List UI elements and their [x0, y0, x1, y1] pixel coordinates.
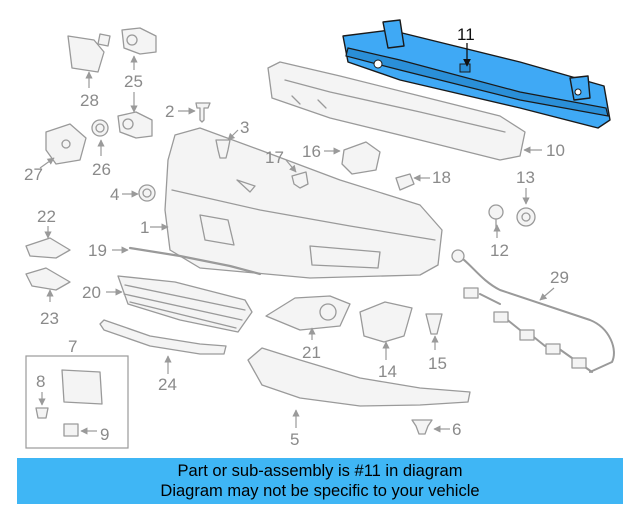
part-27-bracket[interactable]: [45, 123, 87, 165]
label-15: 15: [428, 354, 447, 373]
part-20-grille[interactable]: [117, 275, 253, 333]
label-14: 14: [378, 362, 397, 381]
leader-29: [539, 287, 555, 301]
part-15-pushpin[interactable]: [425, 313, 443, 335]
part-1-bumper-cover[interactable]: [164, 127, 443, 279]
label-24: 24: [158, 375, 177, 394]
leader-27: [39, 157, 55, 169]
part-13-grommet[interactable]: [516, 207, 536, 227]
label-17: 17: [265, 148, 284, 167]
part-16-tow-cover[interactable]: [341, 141, 381, 175]
part-23-bracket[interactable]: [25, 267, 71, 291]
part-28-bracket[interactable]: [67, 33, 111, 73]
label-4: 4: [110, 185, 119, 204]
part-29-wiring-harness[interactable]: [451, 249, 615, 373]
part-21-fog-bezel[interactable]: [265, 295, 351, 331]
leader-3: [227, 129, 239, 141]
part-5-spoiler[interactable]: [247, 347, 471, 407]
part-2-clip[interactable]: [195, 102, 211, 123]
part-8-screw[interactable]: [35, 407, 49, 419]
part-12-clip[interactable]: [488, 204, 504, 229]
label-21: 21: [302, 343, 321, 362]
label-3: 3: [240, 118, 249, 137]
part-19-molding[interactable]: [128, 246, 262, 276]
part-17-clip[interactable]: [291, 171, 309, 189]
label-26: 26: [92, 160, 111, 179]
part-10-absorber[interactable]: [267, 61, 526, 161]
label-12: 12: [490, 241, 509, 260]
info-banner: Part or sub-assembly is #11 in diagram D…: [17, 458, 623, 504]
label-22: 22: [37, 207, 56, 226]
part-25-sensor-lower[interactable]: [117, 111, 153, 139]
part-26-retainer[interactable]: [91, 119, 109, 137]
label-18: 18: [432, 168, 451, 187]
part-24-trim-strip[interactable]: [99, 319, 227, 355]
label-13: 13: [516, 168, 535, 187]
group-box-7: [25, 355, 129, 449]
label-20: 20: [82, 283, 101, 302]
banner-line-1: Part or sub-assembly is #11 in diagram: [177, 462, 463, 480]
label-5: 5: [290, 430, 299, 449]
label-23: 23: [40, 309, 59, 328]
banner-line-2: Diagram may not be specific to your vehi…: [160, 482, 480, 500]
parts-diagram: 11 10 1 2 3 4 5 6: [24, 19, 615, 449]
label-1: 1: [140, 218, 149, 237]
label-29: 29: [550, 268, 569, 287]
label-25: 25: [124, 72, 143, 91]
label-28: 28: [80, 91, 99, 110]
label-9: 9: [100, 425, 109, 444]
part-7-plate[interactable]: [61, 369, 103, 405]
label-7: 7: [68, 337, 77, 356]
part-25-sensor[interactable]: [121, 27, 157, 55]
label-10: 10: [546, 141, 565, 160]
part-14-bracket[interactable]: [359, 301, 413, 343]
label-6: 6: [452, 420, 461, 439]
part-6-pushpin[interactable]: [411, 419, 433, 435]
part-18-clip[interactable]: [395, 173, 415, 191]
label-11: 11: [457, 25, 475, 44]
label-19: 19: [88, 241, 107, 260]
part-9-nut[interactable]: [63, 423, 79, 437]
label-16: 16: [302, 142, 321, 161]
part-4-sensor-bezel[interactable]: [138, 184, 156, 202]
label-2: 2: [165, 102, 174, 121]
label-27: 27: [24, 165, 43, 184]
part-11-reinforcement-bar[interactable]: [342, 19, 611, 129]
leader-17: [285, 159, 297, 173]
part-22-bracket[interactable]: [25, 237, 71, 259]
label-8: 8: [36, 372, 45, 391]
